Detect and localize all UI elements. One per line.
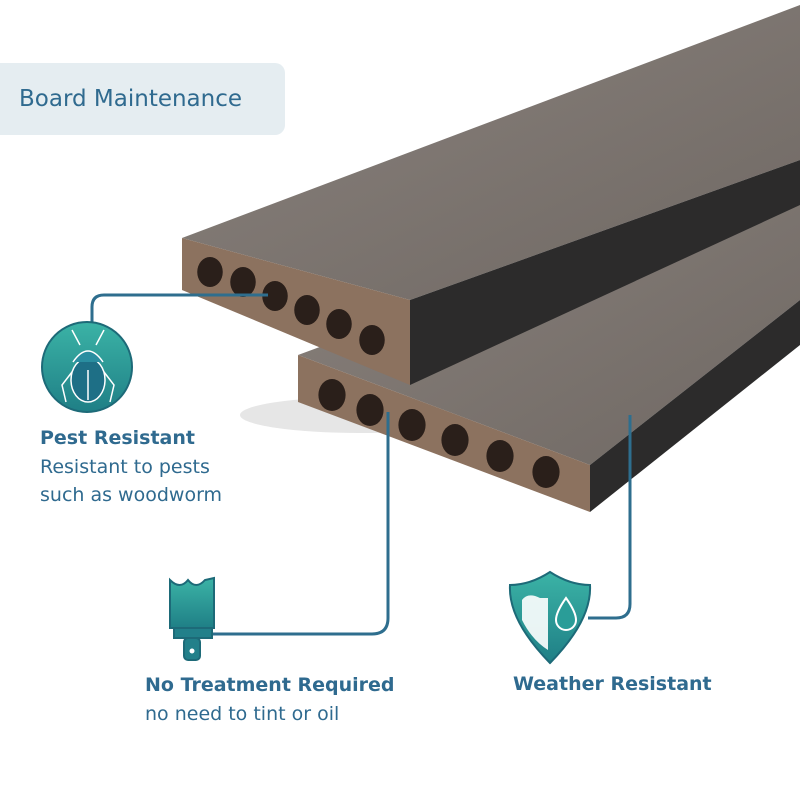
paintbrush-icon: [169, 576, 215, 661]
board-hollow: [294, 295, 320, 325]
board-hollow: [486, 440, 514, 472]
weather-callout-line: [588, 415, 632, 620]
section-title: Board Maintenance: [19, 86, 243, 112]
beetle-icon: [41, 321, 133, 413]
pest-callout-line: [90, 293, 268, 322]
weather-shield-icon: [508, 570, 592, 665]
board-hollow: [398, 409, 426, 441]
no-treatment-description: no need to tint or oil: [145, 703, 340, 725]
board-hollow: [441, 424, 469, 456]
board-hollow: [318, 379, 346, 411]
board-hollow: [532, 456, 560, 488]
board-hollow: [230, 267, 256, 297]
board-hollow: [262, 281, 288, 311]
section-header: Board Maintenance: [0, 63, 285, 135]
pest-resistant-description-line-2: such as woodworm: [40, 484, 223, 506]
board-hollow: [326, 309, 352, 339]
upper-board: [182, 5, 800, 385]
board-hollow: [359, 325, 385, 355]
pest-resistant-description-line-1: Resistant to pests: [40, 456, 210, 478]
board-hollow: [197, 257, 223, 287]
pest-resistant-title: Pest Resistant: [40, 427, 195, 449]
no-treatment-title: No Treatment Required: [145, 674, 395, 696]
weather-resistant-title: Weather Resistant: [513, 673, 712, 695]
board-hollow: [356, 394, 384, 426]
callout-lines: [90, 293, 632, 636]
treatment-callout-line: [210, 412, 390, 636]
